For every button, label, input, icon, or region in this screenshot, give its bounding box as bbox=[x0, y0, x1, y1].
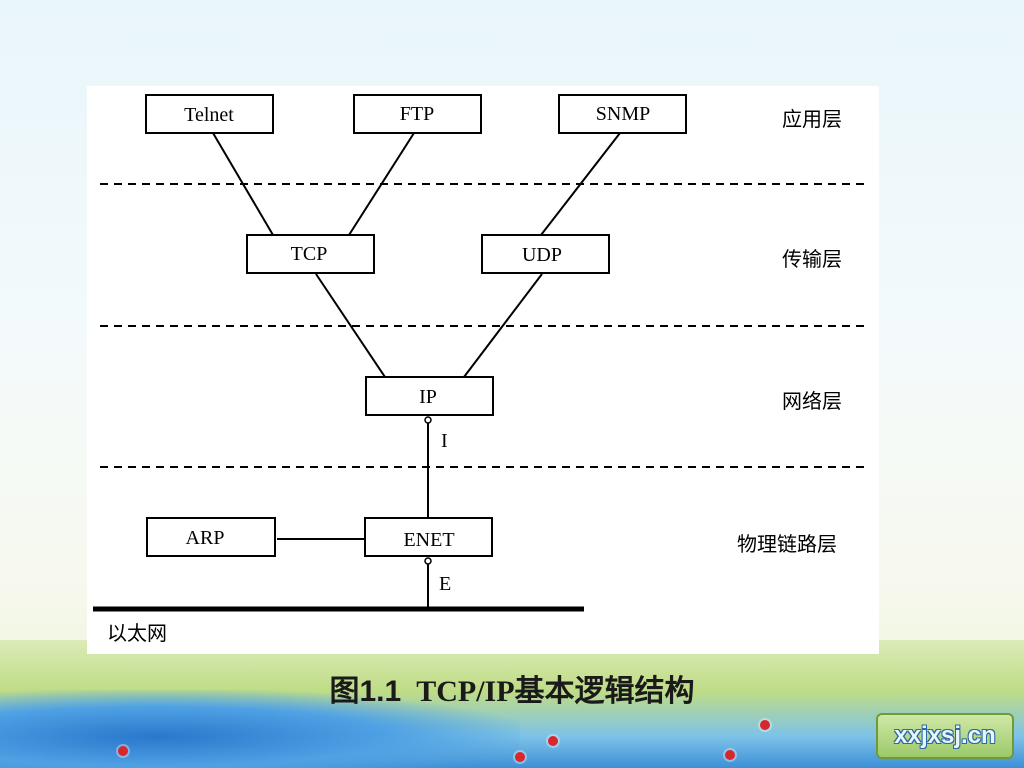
node-udp: UDP bbox=[481, 234, 610, 274]
caption-number: 1.1 bbox=[359, 675, 402, 708]
caption-title: TCP/IP基本逻辑结构 bbox=[416, 675, 695, 708]
layer-label-transport: 传输层 bbox=[782, 248, 842, 271]
site-logo: xxjxsj.cn bbox=[876, 713, 1014, 759]
caption-prefix: 图 bbox=[329, 675, 360, 708]
flower-decoration bbox=[515, 752, 525, 762]
interface-label-i: I bbox=[441, 430, 448, 452]
interface-point-e bbox=[424, 557, 432, 565]
connector-udp-ip bbox=[463, 273, 543, 378]
node-ip: IP bbox=[365, 376, 494, 416]
node-snmp: SNMP bbox=[558, 94, 687, 134]
node-udp-label: UDP bbox=[522, 244, 562, 266]
background-water bbox=[0, 690, 520, 768]
flower-decoration bbox=[725, 750, 735, 760]
diagram-panel: Telnet FTP SNMP TCP UDP IP ENET ARP bbox=[87, 86, 879, 654]
node-enet: ENET bbox=[364, 517, 493, 557]
figure-caption: 图1.1 TCP/IP基本逻辑结构 bbox=[0, 666, 1024, 710]
node-snmp-label: SNMP bbox=[596, 103, 650, 125]
node-arp: ARP bbox=[146, 517, 276, 557]
node-ip-label: IP bbox=[419, 386, 437, 408]
connector-ftp-tcp bbox=[348, 132, 415, 236]
node-tcp: TCP bbox=[246, 234, 375, 274]
node-ftp: FTP bbox=[353, 94, 482, 134]
node-ftp-label: FTP bbox=[400, 103, 434, 125]
interface-point-i bbox=[424, 416, 432, 424]
node-tcp-label: TCP bbox=[291, 243, 328, 265]
flower-decoration bbox=[548, 736, 558, 746]
flower-decoration bbox=[118, 746, 128, 756]
layer-label-application: 应用层 bbox=[782, 108, 842, 131]
tcpip-diagram: Telnet FTP SNMP TCP UDP IP ENET ARP bbox=[93, 94, 865, 645]
connector-telnet-tcp bbox=[212, 132, 274, 236]
node-telnet-label: Telnet bbox=[184, 104, 234, 126]
node-arp-label: ARP bbox=[186, 527, 225, 549]
layer-label-physical: 物理链路层 bbox=[737, 533, 837, 556]
interface-label-e: E bbox=[439, 573, 451, 595]
flower-decoration bbox=[760, 720, 770, 730]
node-enet-label: ENET bbox=[403, 529, 454, 551]
layer-label-network: 网络层 bbox=[782, 390, 842, 413]
connector-snmp-udp bbox=[540, 132, 621, 236]
site-logo-text: xxjxsj.cn bbox=[894, 722, 996, 749]
node-telnet: Telnet bbox=[145, 94, 274, 134]
connector-tcp-ip bbox=[315, 273, 386, 378]
ethernet-label: 以太网 bbox=[107, 622, 167, 645]
